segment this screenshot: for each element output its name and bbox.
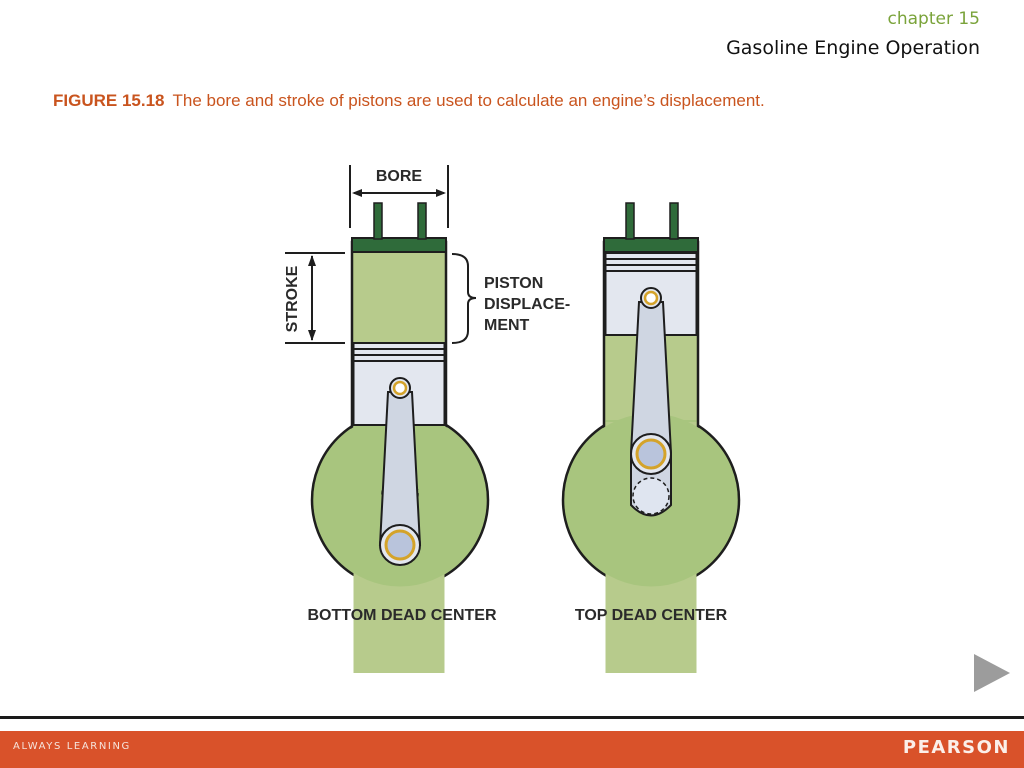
footer-divider [0, 716, 1024, 719]
footer-bar: ALWAYS LEARNING PEARSON [0, 731, 1024, 768]
top-dead-center-engine [561, 202, 741, 673]
bottom-dead-center-engine [310, 202, 490, 673]
chapter-label: chapter 15 [887, 9, 980, 29]
slide-title: Gasoline Engine Operation [726, 37, 980, 59]
piston-displacement-label-line2: DISPLACE- [484, 296, 570, 313]
engine-displacement-diagram: BORE STROKE PISTON DISPLACE- MENT BOTTOM… [284, 165, 741, 673]
pearson-logo: PEARSON [902, 737, 1010, 758]
stroke-dimension [285, 252, 345, 344]
figure-number: FIGURE 15.18 [53, 91, 165, 110]
piston-displacement-label-line3: MENT [484, 317, 530, 334]
play-triangle-icon[interactable] [972, 652, 1012, 694]
bottom-dead-center-label: BOTTOM DEAD CENTER [307, 607, 496, 624]
stroke-label: STROKE [284, 265, 301, 332]
footer-tagline: ALWAYS LEARNING [13, 741, 131, 752]
bore-dimension [349, 165, 449, 228]
piston-displacement-label-line1: PISTON [484, 275, 543, 292]
bore-label: BORE [376, 168, 423, 185]
figure-caption-text: The bore and stroke of pistons are used … [172, 91, 765, 110]
top-dead-center-label: TOP DEAD CENTER [575, 607, 728, 624]
displacement-brace [451, 253, 477, 344]
figure-caption: FIGURE 15.18 The bore and stroke of pisto… [53, 91, 765, 111]
